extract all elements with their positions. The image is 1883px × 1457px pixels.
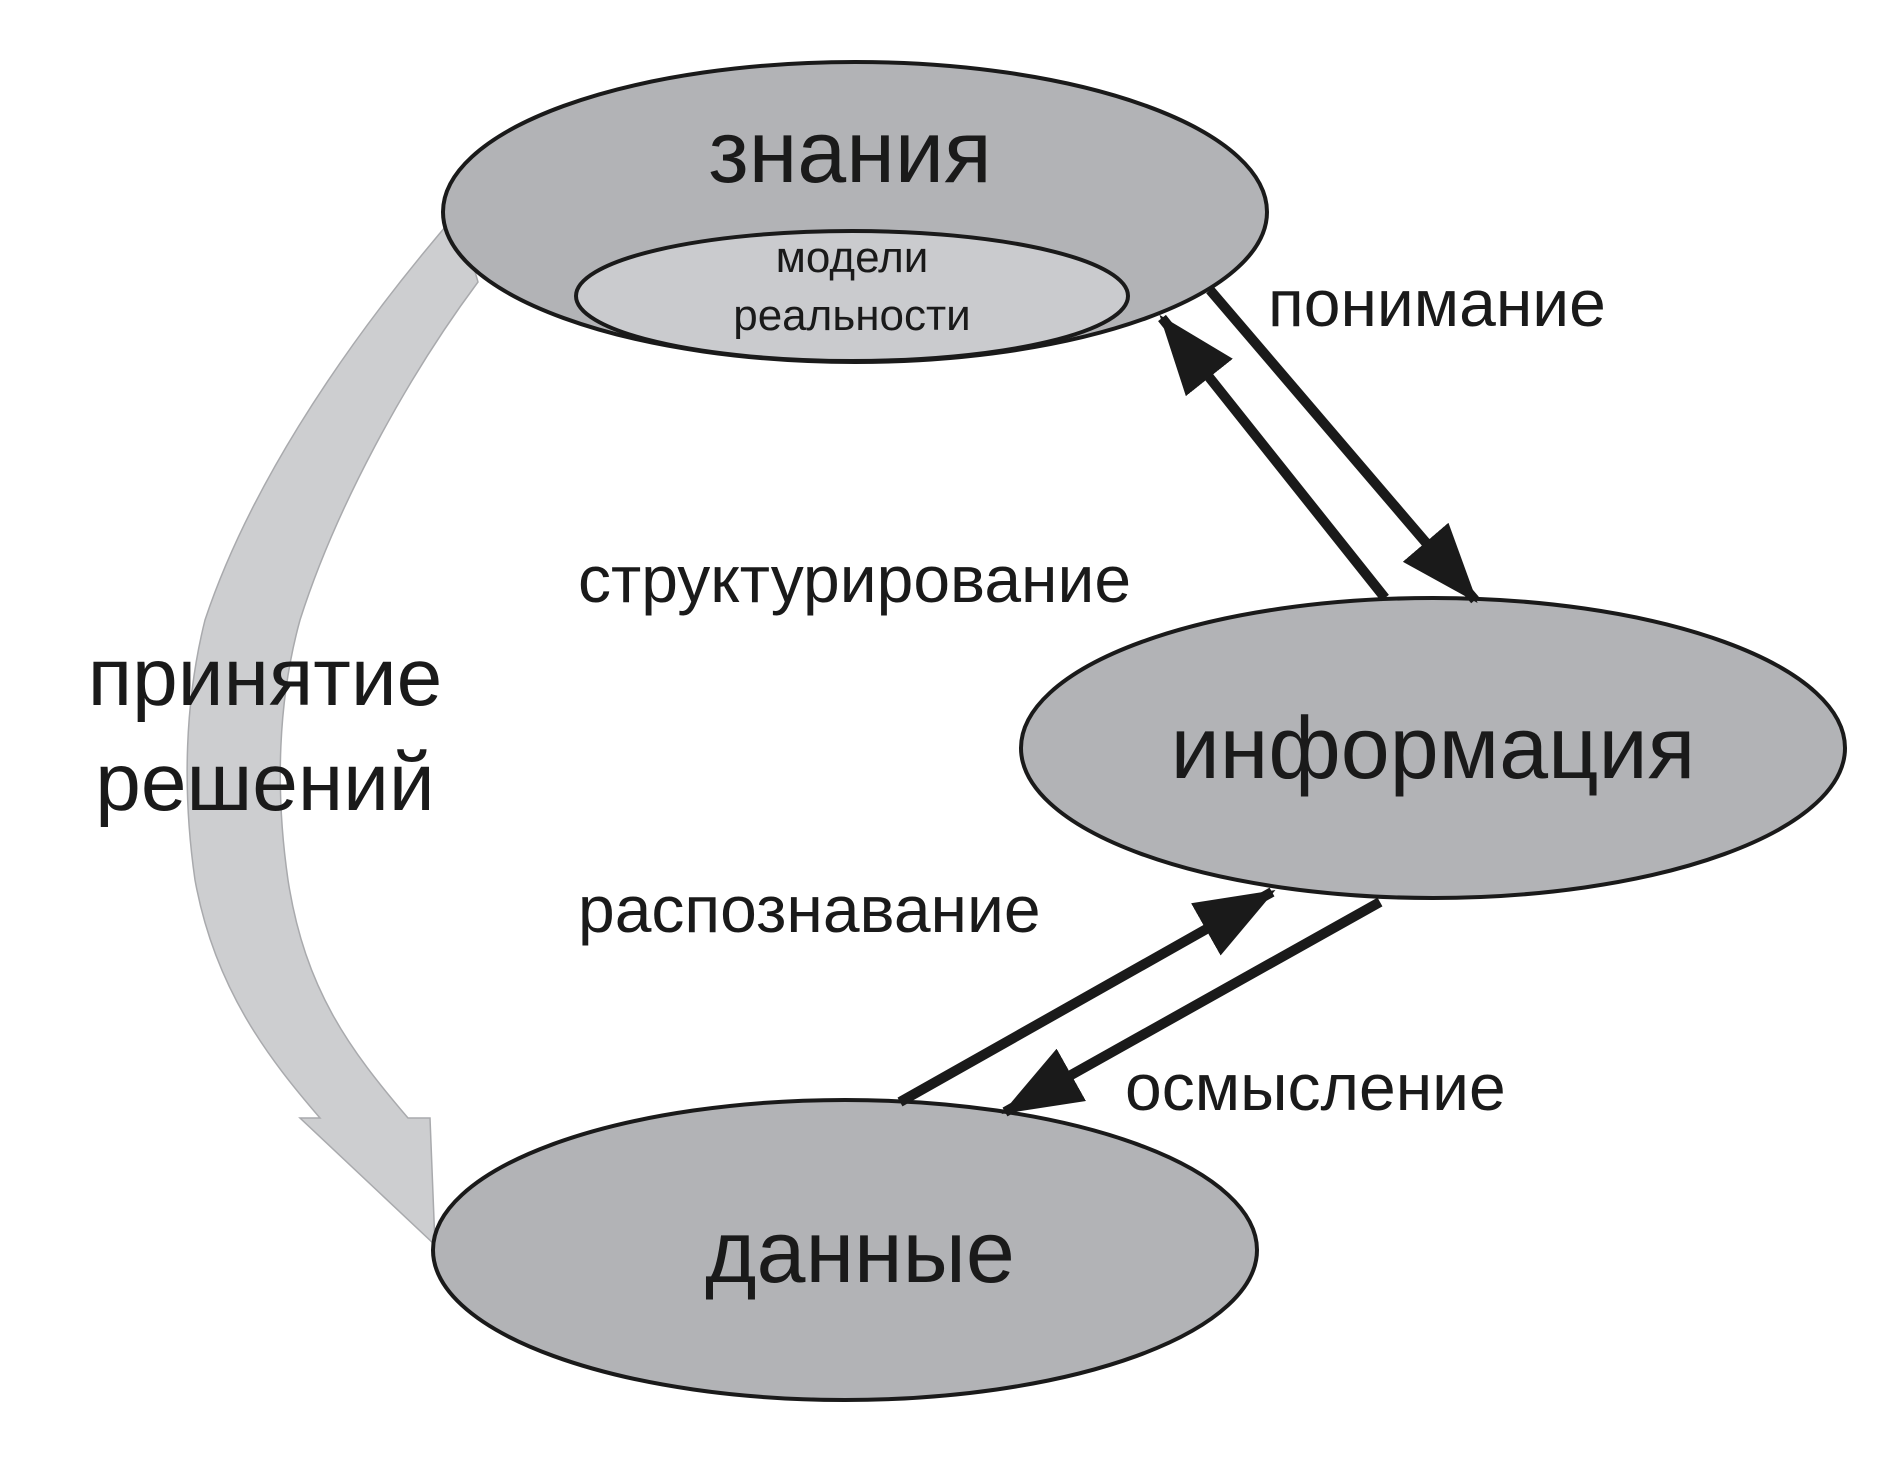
reality-models-label-line2: реальности xyxy=(733,291,971,340)
decision-cycle-arrow xyxy=(186,210,479,1247)
data-node xyxy=(431,1098,1259,1402)
comprehension-label: осмысление xyxy=(1125,1050,1506,1124)
reality-models-node xyxy=(574,229,1130,363)
comprehension-arrow xyxy=(1001,897,1383,1117)
information-label: информация xyxy=(1171,698,1696,797)
recognition-label: распознавание xyxy=(578,872,1041,946)
recognition-arrow xyxy=(897,887,1276,1107)
data-label: данные xyxy=(705,1202,1015,1301)
knowledge-label: знания xyxy=(708,102,991,201)
understanding-label: понимание xyxy=(1268,266,1606,340)
understanding-arrow xyxy=(1206,286,1479,604)
decision-making-label-line1: принятие xyxy=(88,632,442,723)
reality-models-label-line1: модели xyxy=(776,233,929,282)
decision-making-label-line2: решений xyxy=(95,737,435,828)
structuring-arrow xyxy=(1158,314,1389,602)
structuring-label: структурирование xyxy=(578,542,1131,616)
